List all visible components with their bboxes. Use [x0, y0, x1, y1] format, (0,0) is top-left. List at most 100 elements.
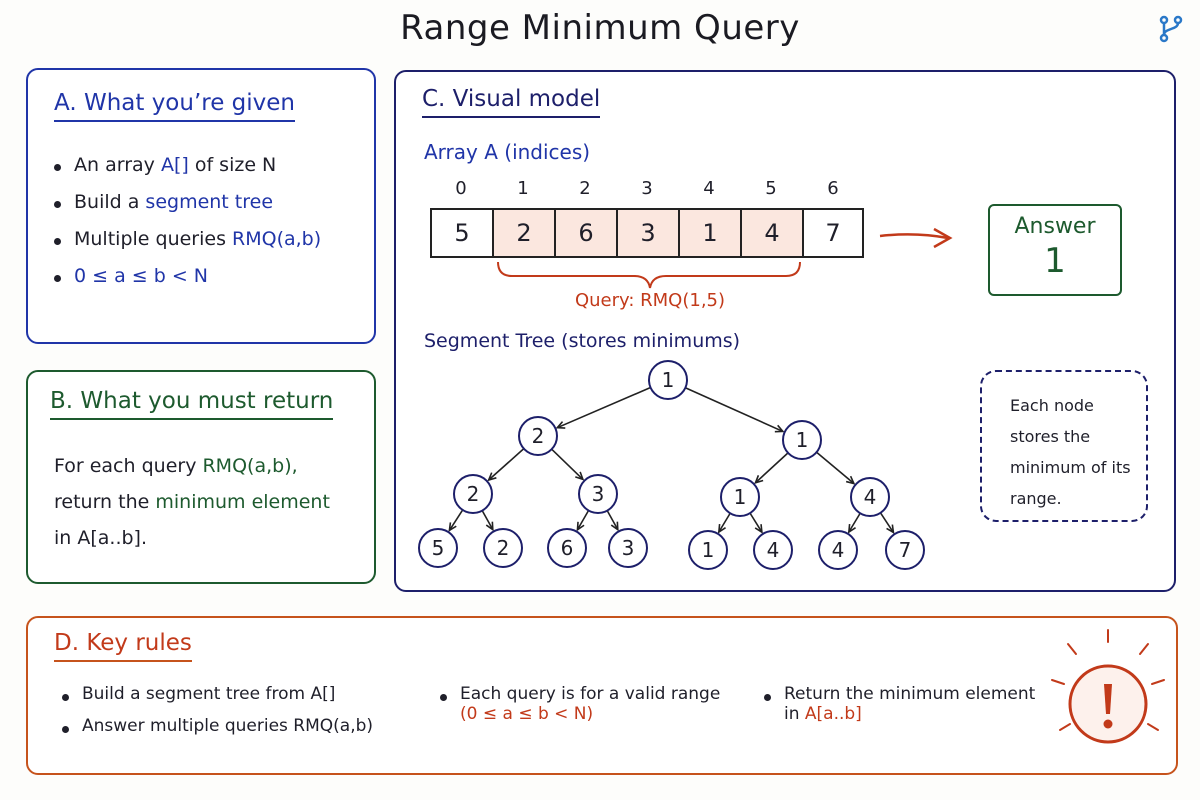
tree-edge: [685, 387, 784, 433]
tree-node-value: 1: [734, 485, 747, 509]
array-index: 3: [641, 178, 653, 199]
tree-node-value: 3: [622, 536, 635, 560]
array-index: 2: [579, 178, 591, 199]
tree-node-circle: [483, 528, 523, 568]
tree-edge: [448, 509, 464, 531]
panel-given: A. What you’re given An array A[] of siz…: [26, 68, 376, 344]
tree-node-circle: [850, 477, 890, 517]
rule-item: Build a segment tree from A[]: [58, 684, 418, 704]
query-bracket: [497, 261, 801, 289]
array-index: 0: [455, 178, 467, 199]
given-item-text: An array: [74, 154, 161, 176]
tree-node: 2: [483, 528, 523, 568]
branch-icon: [1159, 15, 1183, 43]
tree-edge-arrowhead: [576, 521, 585, 532]
tree-edge-arrowhead: [555, 421, 566, 429]
tree-edge-arrowhead: [448, 522, 457, 532]
tree-edge: [576, 510, 590, 531]
answer-value: 1: [1044, 241, 1066, 281]
tree-node-circle: [782, 420, 822, 460]
tree-node: 6: [547, 528, 587, 568]
tree-edge: [749, 512, 763, 533]
panel-return-heading: B. What you must return: [50, 388, 334, 420]
tree-node-circle: [720, 477, 760, 517]
array-index: 5: [765, 178, 777, 199]
tree-node: 4: [818, 530, 858, 570]
tree-node: 2: [518, 416, 558, 456]
tree-edge: [718, 512, 731, 533]
array-index: 6: [827, 178, 839, 199]
tree-node-circle: [453, 474, 493, 514]
tree-edge-arrowhead: [487, 472, 497, 482]
rule-code: A[a..b]: [804, 704, 862, 724]
array-index: 4: [703, 178, 715, 199]
tree-edge: [754, 452, 789, 484]
tree-node-value: 4: [864, 485, 877, 509]
tree-edge: [556, 386, 651, 429]
given-item-text: Multiple queries: [74, 228, 233, 250]
given-item-code: segment tree: [145, 191, 274, 213]
note-line: minimum of its: [1010, 458, 1131, 477]
return-highlight: minimum element: [155, 491, 330, 513]
tree-node-value: 7: [899, 538, 912, 562]
return-text: For each query RMQ(a,b), return the mini…: [54, 448, 364, 556]
tree-node-value: 2: [497, 536, 510, 560]
return-code: RMQ(a,b),: [202, 455, 298, 477]
array-cell: 5: [430, 208, 494, 258]
answer-box: Answer 1: [988, 204, 1122, 296]
arrow-to-answer: [879, 233, 949, 240]
rule-item: Each query is for a valid range(0 ≤ a ≤ …: [436, 684, 756, 724]
given-item-code: RMQ(a,b): [232, 228, 322, 250]
given-list: An array A[] of size N Build a segment t…: [50, 154, 360, 302]
tree-node: 4: [850, 477, 890, 517]
tree-node: 1: [648, 360, 688, 400]
tree-node: 4: [753, 530, 793, 570]
tree-node-value: 2: [532, 424, 545, 448]
tree-edge: [606, 510, 619, 531]
tree-node-value: 1: [702, 538, 715, 562]
note-line: range.: [1010, 489, 1062, 508]
tree-node-value: 6: [561, 536, 574, 560]
rule-text: Each query is for a valid range: [460, 684, 721, 704]
return-text-part: For each query: [54, 455, 203, 477]
arrow-head-icon: [933, 227, 953, 249]
tree-edge-arrowhead: [754, 524, 763, 534]
page-title: Range Minimum Query: [400, 8, 800, 48]
exclamation-icon: [1051, 629, 1165, 744]
tree-node: 1: [782, 420, 822, 460]
given-item-build: Build a segment tree: [50, 191, 360, 213]
panel-return: B. What you must return For each query R…: [26, 370, 376, 584]
note-line: Each node: [1010, 396, 1094, 415]
tree-edge: [879, 512, 895, 533]
tree-node-circle: [885, 530, 925, 570]
rules-col-2: Each query is for a valid range(0 ≤ a ≤ …: [436, 684, 756, 736]
panel-rules-heading: D. Key rules: [54, 630, 192, 662]
tree-node-circle: [753, 530, 793, 570]
query-label: Query: RMQ(1,5): [574, 290, 726, 311]
tree-edge: [481, 510, 494, 531]
return-line-3: in A[a..b].: [54, 527, 148, 549]
tree-node: 1: [720, 477, 760, 517]
tree-label: Segment Tree (stores minimums): [424, 330, 741, 352]
rule-item: Answer multiple queries RMQ(a,b): [58, 716, 418, 736]
tree-node-value: 1: [662, 368, 675, 392]
tree-edge: [848, 512, 861, 533]
note-line: stores the: [1010, 427, 1091, 446]
return-line-1: For each query RMQ(a,b),: [54, 448, 364, 484]
panel-visual-model: [394, 70, 1176, 592]
tree-edge-arrowhead: [845, 475, 856, 485]
tree-edge: [488, 448, 525, 481]
tree-node-circle: [418, 528, 458, 568]
tree-edge-arrowhead: [610, 521, 619, 532]
tree-node-value: 3: [592, 482, 605, 506]
answer-label: Answer: [1014, 214, 1096, 239]
given-item-text: of size N: [188, 154, 277, 176]
tree-edge-arrowhead: [847, 523, 856, 534]
array-cell: 2: [492, 208, 556, 258]
panel-key-rules: D. Key rules Build a segment tree from A…: [26, 616, 1178, 775]
tree-node: 5: [418, 528, 458, 568]
tree-node-circle: [648, 360, 688, 400]
